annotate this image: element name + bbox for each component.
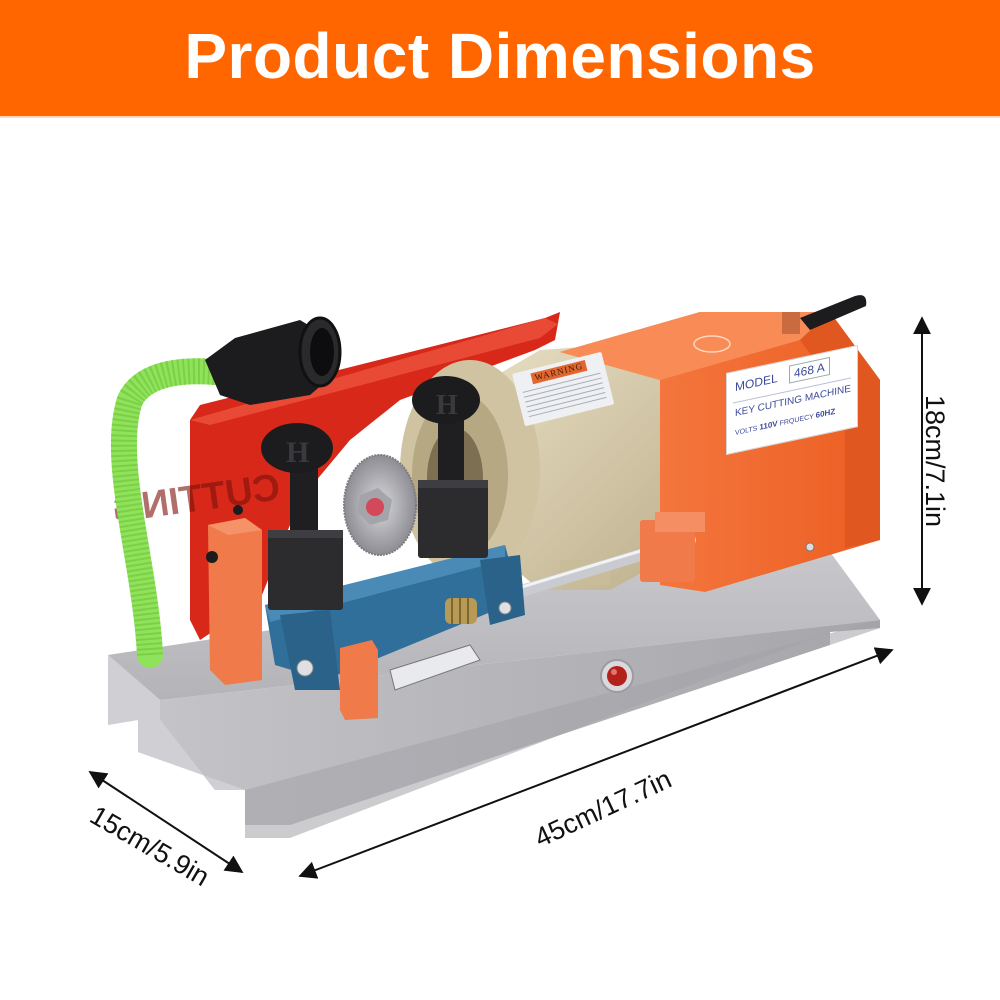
banner-divider (0, 116, 1000, 118)
frequency-label: FRQUECY (779, 413, 814, 428)
page-title: Product Dimensions (184, 20, 816, 92)
height-dimension-label: 18cm/7.1in (920, 395, 950, 528)
header-banner: Product Dimensions (0, 0, 1000, 116)
vacuum-hose (110, 316, 342, 668)
model-label: MODEL (735, 371, 778, 395)
dimension-arrows (88, 316, 931, 879)
svg-text:H: H (436, 390, 458, 421)
volts-value: 110V (759, 419, 778, 432)
left-key-clamp: H (261, 423, 343, 610)
cutting-blade (343, 454, 417, 556)
frequency-value: 60HZ (815, 406, 836, 420)
model-number: 468 A (789, 356, 830, 384)
svg-text:H: H (286, 436, 309, 469)
volts-label: VOLTS (735, 425, 758, 438)
right-key-clamp: H (412, 376, 488, 558)
